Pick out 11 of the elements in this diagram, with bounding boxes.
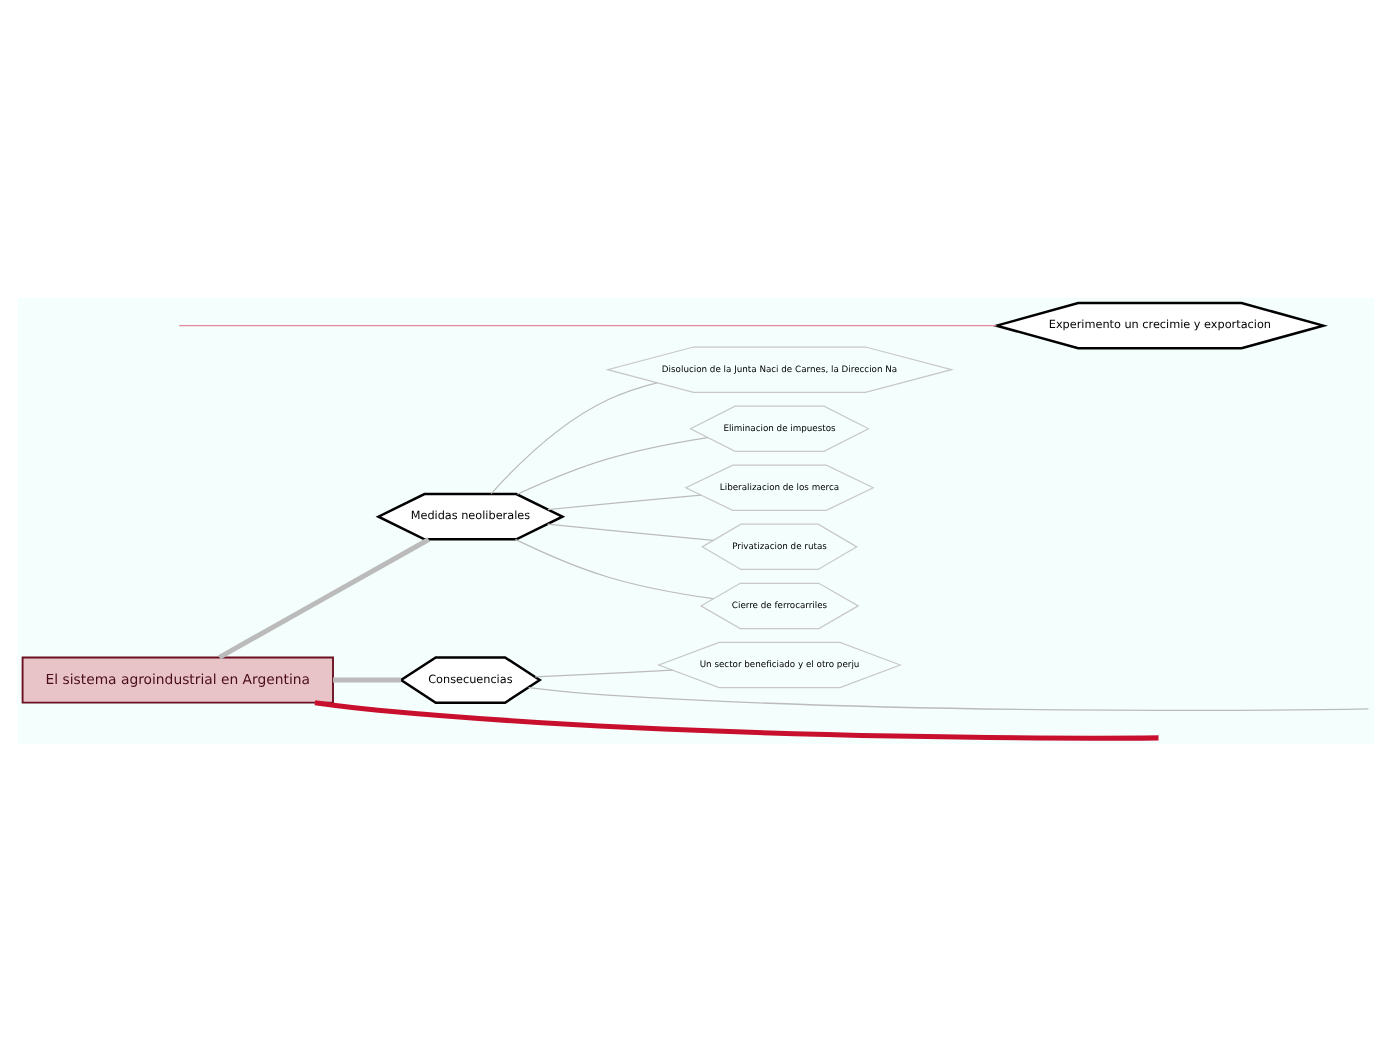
- connector: [527, 685, 1370, 710]
- connector: [514, 537, 714, 599]
- connector: [546, 522, 714, 541]
- connector: [333, 676, 402, 682]
- connector: [178, 324, 998, 326]
- connector: [534, 668, 674, 677]
- connector: [516, 435, 709, 494]
- connector: [218, 536, 430, 659]
- connector: [547, 493, 702, 510]
- connector: [314, 699, 1159, 740]
- connector: [490, 381, 658, 494]
